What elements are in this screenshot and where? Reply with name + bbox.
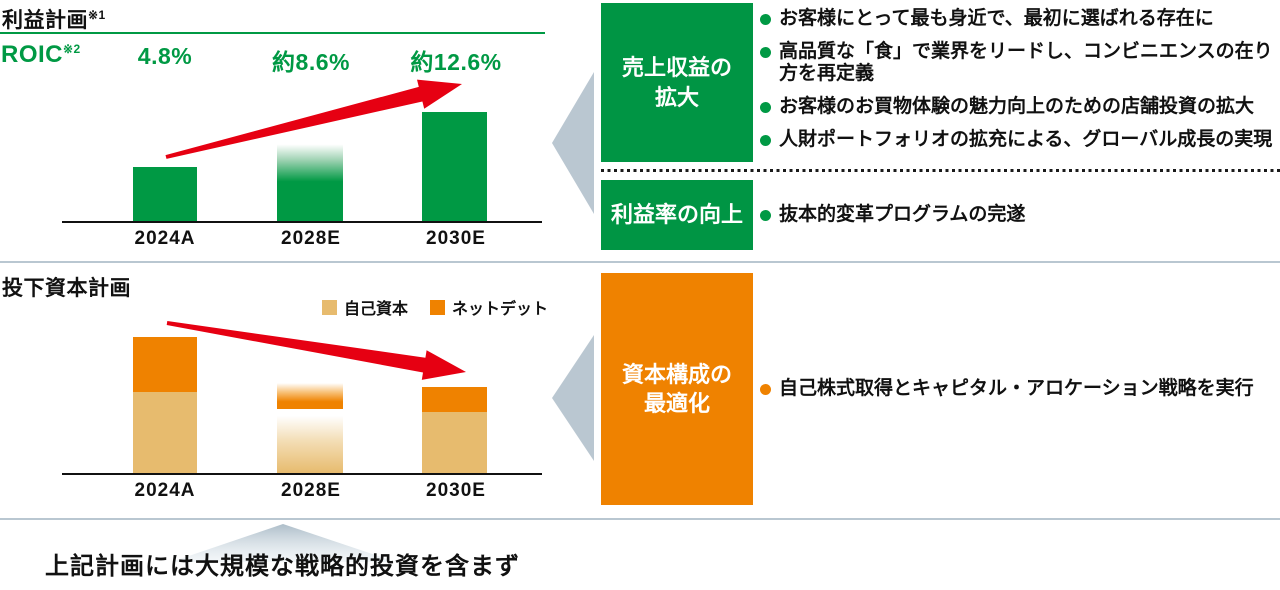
goal-box-margin-label: 利益率の向上 [610,202,743,228]
roic-value-2028: 約8.6% [272,49,350,75]
goal-box-capital-structure: 資本構成の 最適化 [601,273,753,505]
legend-item-netdebt: ネットデット [430,295,548,319]
list-item: 高品質な「食」で業界をリードし、コンビニエンスの在り方を再定義 [760,41,1276,85]
profit-bar-2028 [277,142,343,221]
goal-box-revenue-line1: 売上収益の [621,55,732,81]
profit-xtick-2030: 2030E [426,228,486,249]
bullet-dot-icon [760,384,771,395]
roic-value-2024: 4.8% [137,43,193,69]
equity-segment [277,412,343,473]
bullet-text: お客様のお買物体験の魅力向上のための店舗投資の拡大 [779,96,1255,117]
profit-left-chevron-icon [552,72,594,214]
bullet-dot-icon [760,47,771,58]
profit-title-footnote: ※1 [88,8,106,22]
footer-divider [0,518,1280,520]
netdebt-segment [422,387,487,412]
section-divider [0,261,1280,263]
roic-label-text: ROIC [1,41,63,68]
bullet-text: お客様にとって最も身近で、最初に選ばれる存在に [779,8,1214,29]
equity-swatch-icon [322,299,337,315]
legend-label: 自己資本 [344,301,409,318]
capital-xtick-2030: 2030E [426,480,486,501]
goal-box-revenue-line2: 拡大 [654,84,699,110]
goal-box-capital-line1: 資本構成の [621,361,732,387]
capital-xtick-2024: 2024A [134,480,196,501]
capital-bar-2024 [133,337,197,473]
bullet-dot-icon [760,135,771,146]
goal-box-capital-line2: 最適化 [643,391,710,416]
list-item: 抜本的変革プログラムの完遂 [760,204,1276,226]
capital-bar-2030 [422,387,487,473]
list-item: 自己株式取得とキャピタル・アロケーション戦略を実行 [760,378,1276,400]
capital-x-axis [62,473,542,475]
profit-bar-2030 [422,112,487,221]
capital-bullet-list: 自己株式取得とキャピタル・アロケーション戦略を実行 [760,378,1276,411]
profit-title-text: 利益計画 [2,9,88,32]
bullet-dot-icon [760,210,771,221]
list-item: お客様にとって最も身近で、最初に選ばれる存在に [760,8,1276,30]
bullet-text: 抜本的変革プログラムの完遂 [779,204,1026,225]
profit-xtick-2024: 2024A [134,228,196,249]
capital-chart-legend: 自己資本 ネットデット [322,295,548,319]
goal-box-margin-improvement: 利益率の向上 [601,180,753,250]
equity-segment [133,392,197,473]
legend-item-equity: 自己資本 [322,295,408,319]
equity-segment [422,412,487,473]
netdebt-segment [133,337,197,392]
margin-bullet-list: 抜本的変革プログラムの完遂 [760,204,1276,237]
dotted-separator [601,169,1280,172]
capital-bar-2028 [277,383,343,473]
capital-left-chevron-icon [552,335,594,461]
netdebt-segment [277,383,343,409]
bullet-text: 自己株式取得とキャピタル・アロケーション戦略を実行 [779,378,1254,399]
capital-xtick-2028: 2028E [281,480,341,501]
capital-section-title: 投下資本計画 [2,277,131,300]
capital-trend-down-arrow-icon [166,321,466,380]
profit-bar-2024 [133,167,197,221]
profit-x-axis [62,221,542,223]
bullet-text: 高品質な「食」で業界をリードし、コンビニエンスの在り方を再定義 [779,41,1273,84]
list-item: 人財ポートフォリオの拡充による、グローバル成長の実現 [760,129,1276,151]
list-item: お客様のお買物体験の魅力向上のための店舗投資の拡大 [760,96,1276,118]
goal-box-revenue-growth: 売上収益の 拡大 [601,3,753,162]
roic-value-2030: 約12.6% [410,49,502,75]
profit-section-title: 利益計画※1 [2,4,106,34]
profit-bullet-list: お客様にとって最も身近で、最初に選ばれる存在に 高品質な「食」で業界をリードし、… [760,8,1276,162]
segment-gap [277,409,343,412]
legend-label: ネットデット [452,301,549,318]
bullet-dot-icon [760,102,771,113]
bullet-dot-icon [760,14,771,25]
netdebt-swatch-icon [430,299,446,315]
bullet-text: 人財ポートフォリオの拡充による、グローバル成長の実現 [779,129,1273,150]
roic-label: ROIC※2 [1,41,81,69]
profit-title-rule [0,32,545,34]
roic-footnote: ※2 [63,42,81,56]
footer-note: 上記計画には大規模な戦略的投資を含まず [45,553,520,580]
profit-xtick-2028: 2028E [281,228,341,249]
